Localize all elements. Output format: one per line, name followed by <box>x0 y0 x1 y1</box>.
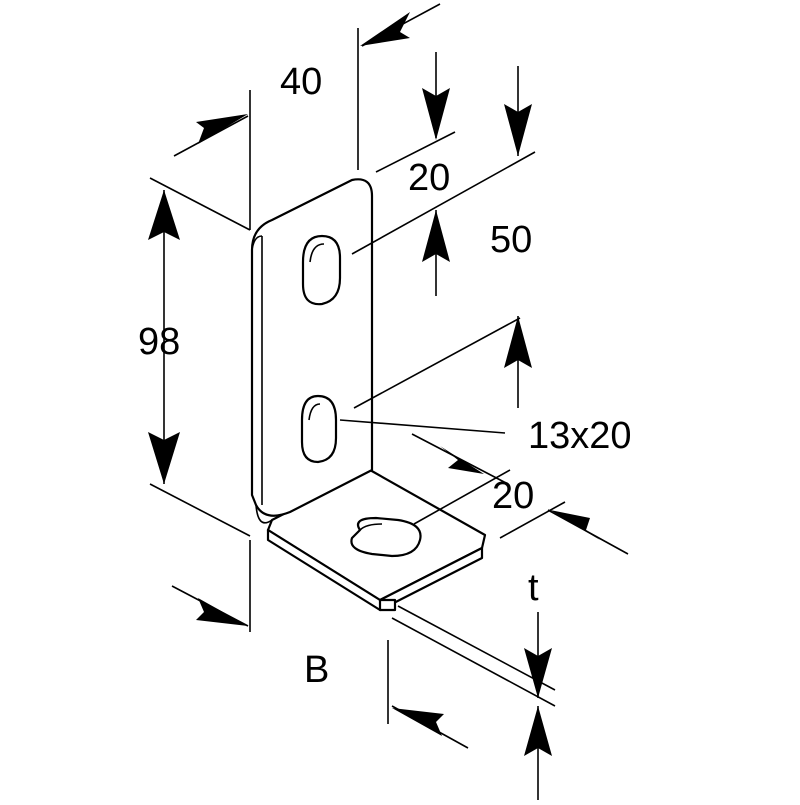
dimension-arrows <box>148 12 600 756</box>
height-label: 98 <box>138 321 180 363</box>
arrow-b-right <box>392 708 444 736</box>
base-slot-inner <box>359 523 383 531</box>
arrow-20-top <box>422 88 450 140</box>
hole-spacing-label: 50 <box>490 219 532 261</box>
arrow-50-bottom <box>504 316 532 368</box>
hole-size-label: 13x20 <box>528 415 632 457</box>
upper-slot <box>301 234 342 306</box>
thickness-label: t <box>528 567 539 609</box>
arrow-t-top <box>524 648 552 698</box>
lower-slot <box>300 394 338 464</box>
vertical-plate-edge <box>251 235 263 505</box>
arrow-base-20-right <box>550 510 600 540</box>
arrow-t-bottom <box>524 706 552 756</box>
arrow-98-bottom <box>148 432 180 484</box>
arrow-98-top <box>148 190 180 240</box>
base-plate-end <box>378 598 397 612</box>
base-label: B <box>304 649 329 691</box>
arrow-width-left <box>196 114 248 144</box>
angle-bracket <box>250 178 487 612</box>
arrow-40-right <box>360 12 410 46</box>
upper-slot-inner <box>309 243 325 263</box>
arrow-20-bottom <box>422 210 450 262</box>
base-slot <box>350 516 422 558</box>
arrow-b-left <box>196 598 248 626</box>
width-label: 40 <box>280 61 322 103</box>
arrow-50-top <box>504 104 532 156</box>
dimension-labels: 40 98 20 50 13x20 20 t B <box>138 61 632 691</box>
vertical-plate <box>250 178 374 517</box>
arrow-base-20-left <box>440 446 484 474</box>
base-hole-offset-label: 20 <box>492 475 534 517</box>
bend-line <box>255 504 273 524</box>
lower-slot-inner <box>308 403 321 421</box>
hole-offset-label: 20 <box>408 157 450 199</box>
